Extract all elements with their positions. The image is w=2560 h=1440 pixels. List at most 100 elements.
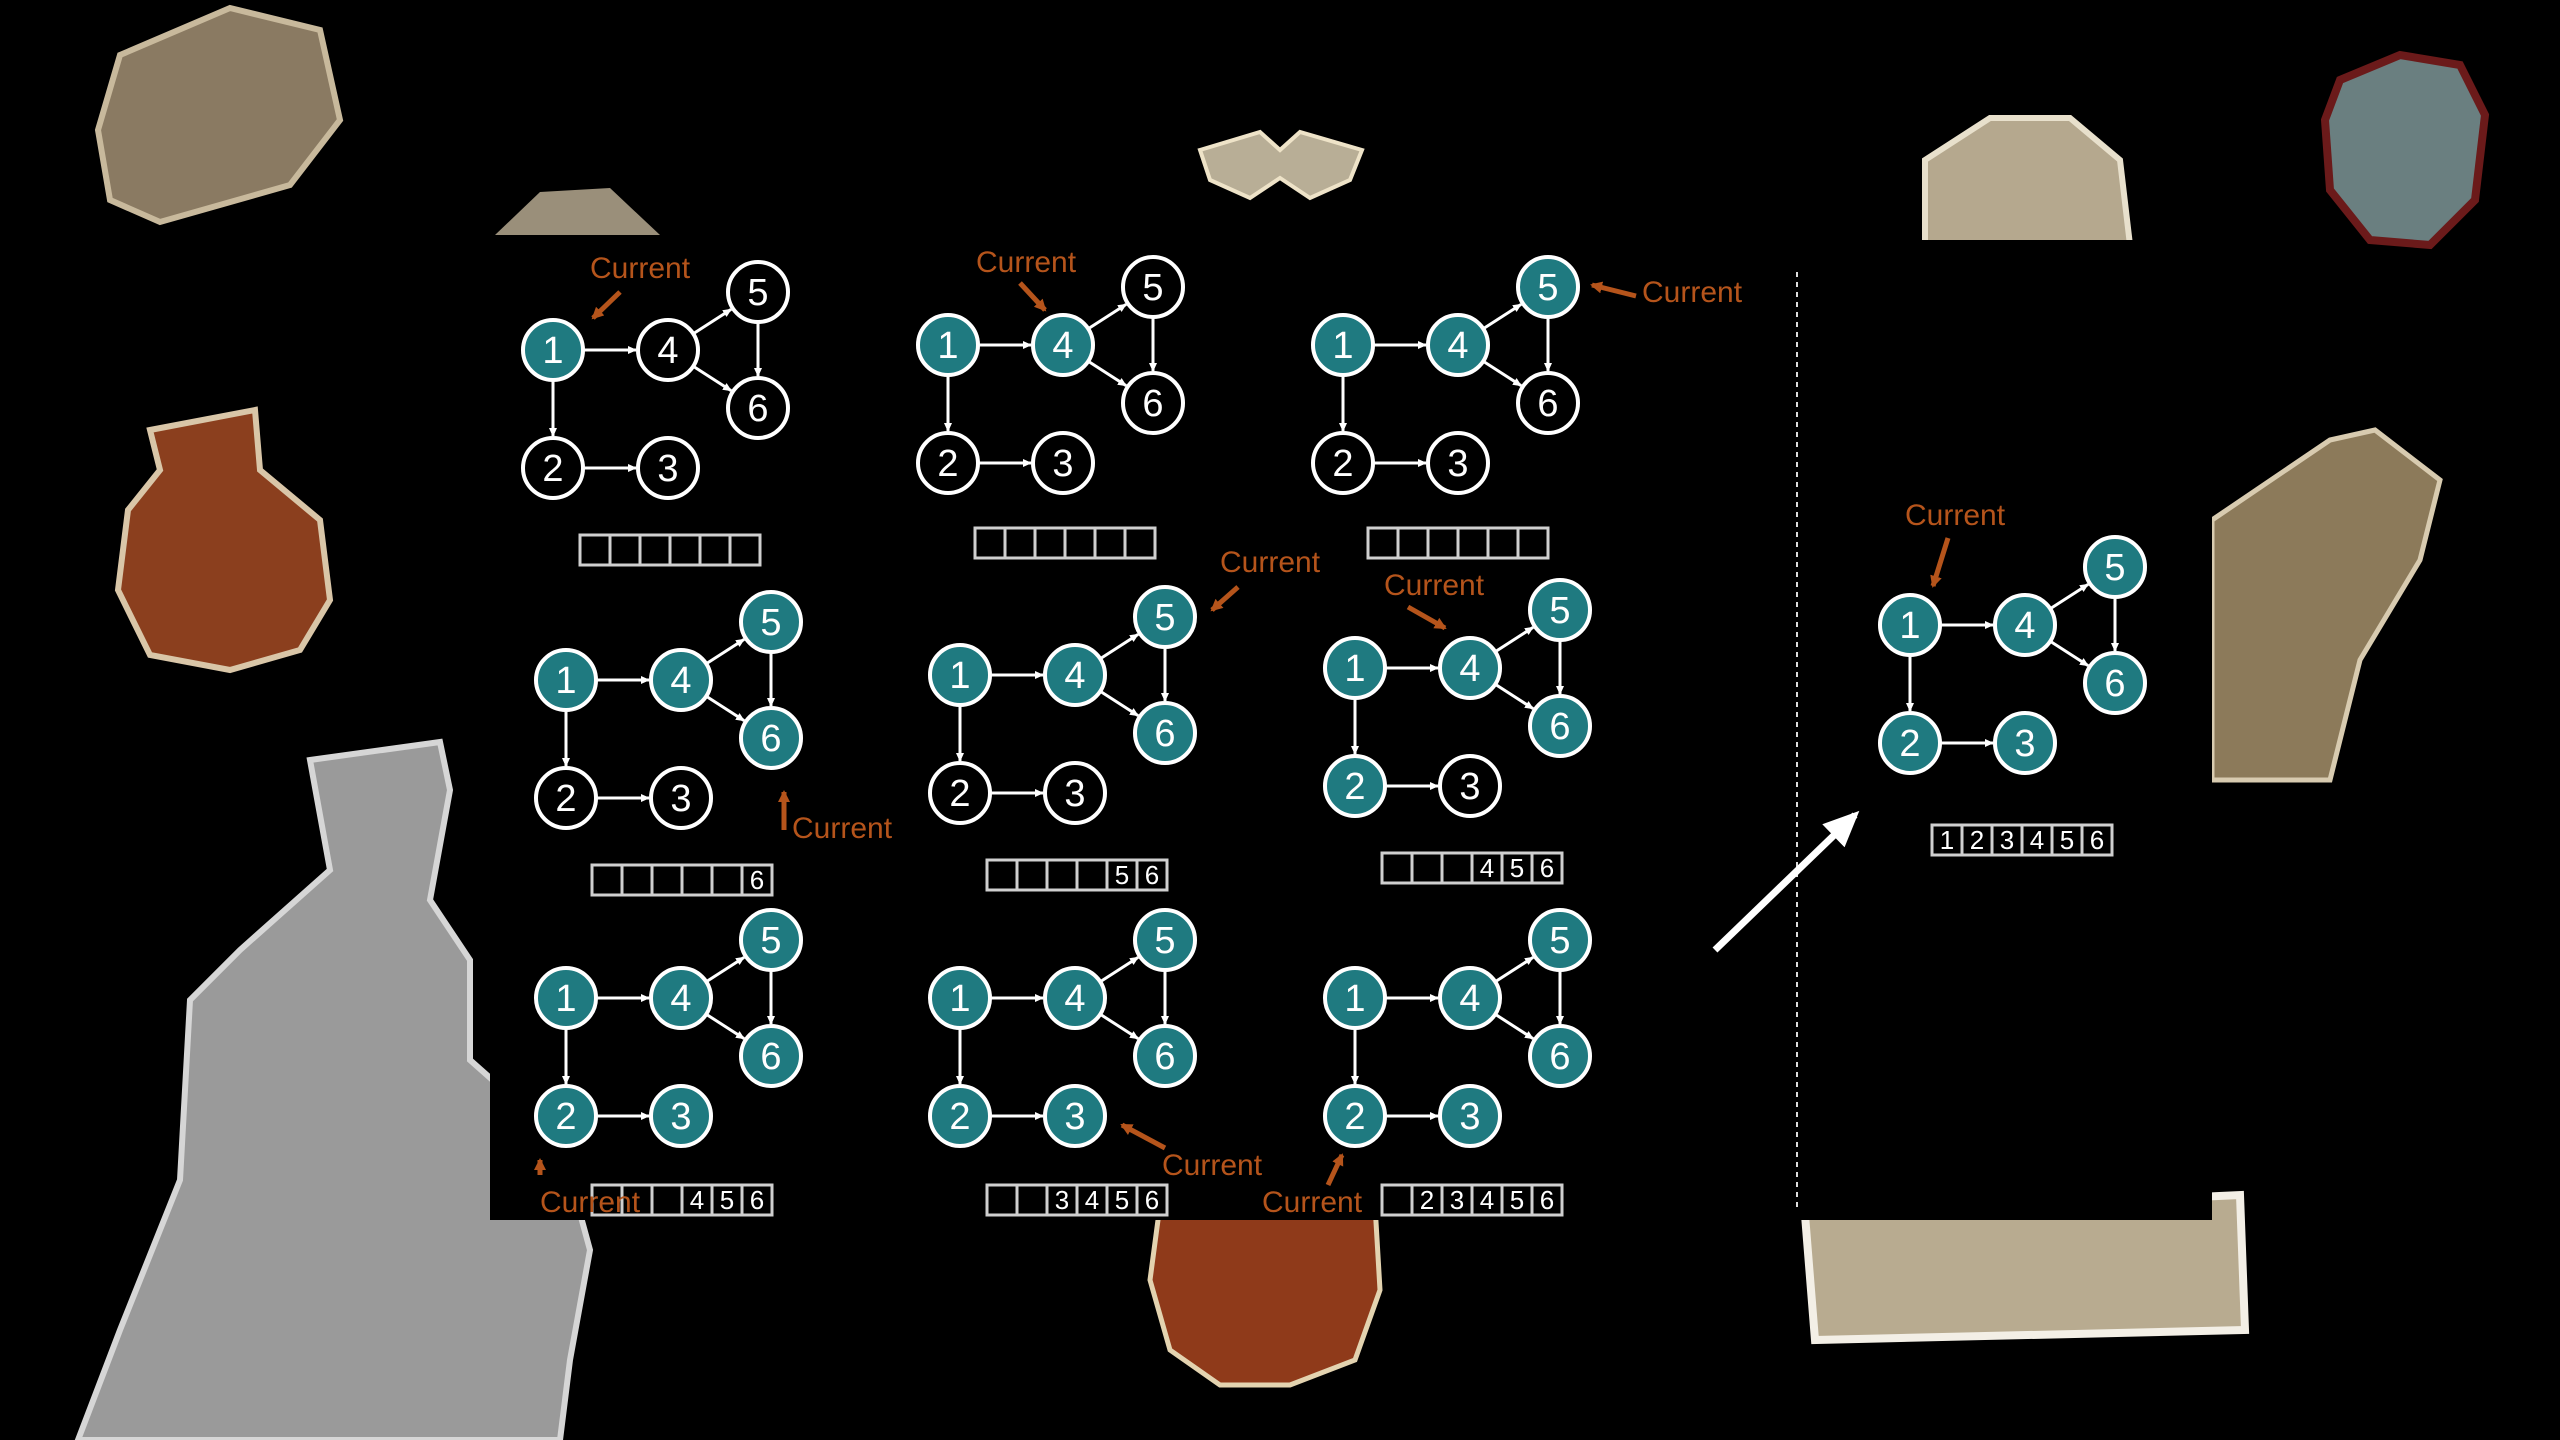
node-label-5: 5 [1142, 267, 1163, 309]
node-label-5: 5 [1549, 590, 1570, 632]
node-2 [1323, 1084, 1387, 1148]
node-label-4: 4 [1447, 325, 1468, 367]
node-label-4: 4 [670, 660, 691, 702]
stone-head-artifact [2320, 50, 2490, 250]
stack-cell-value: 3 [1055, 1185, 1069, 1215]
node-6 [1528, 1024, 1592, 1088]
node-label-1: 1 [1899, 605, 1920, 647]
node-label-2: 2 [1344, 766, 1365, 808]
node-6 [739, 706, 803, 770]
node-3 [649, 766, 713, 830]
node-6 [1121, 371, 1185, 435]
stack-cell-value: 6 [750, 1185, 764, 1215]
edge-4-5 [1482, 303, 1522, 331]
node-label-3: 3 [1064, 773, 1085, 815]
node-2 [521, 436, 585, 500]
node-label-6: 6 [760, 1036, 781, 1078]
output-stack [973, 526, 1157, 560]
edge-4-5 [1087, 303, 1127, 331]
node-label-2: 2 [1344, 1096, 1365, 1138]
edge-4-6 [1087, 359, 1127, 387]
node-4 [649, 648, 713, 712]
node-label-3: 3 [2014, 723, 2035, 765]
marble-relief-artifact [1922, 115, 2134, 248]
current-pointer-arrow [1120, 1122, 1167, 1151]
node-label-1: 1 [542, 330, 563, 372]
current-pointer-label: Current [1642, 276, 1743, 309]
stack-cell-value: 3 [2000, 825, 2014, 855]
stack-cell-value: 5 [1510, 1185, 1524, 1215]
node-1 [928, 966, 992, 1030]
node-label-6: 6 [1154, 1036, 1175, 1078]
node-label-4: 4 [1052, 325, 1073, 367]
node-2 [916, 431, 980, 495]
current-pointer-label: Current [1384, 569, 1485, 602]
small-relief-artifact [495, 188, 660, 235]
current-pointer-label: Current [1220, 546, 1321, 579]
node-1 [534, 966, 598, 1030]
node-label-3: 3 [657, 448, 678, 490]
node-3 [1031, 431, 1095, 495]
node-label-2: 2 [555, 1096, 576, 1138]
node-label-5: 5 [760, 602, 781, 644]
node-6 [726, 376, 790, 440]
node-label-4: 4 [670, 978, 691, 1020]
node-6 [1516, 371, 1580, 435]
node-label-1: 1 [937, 325, 958, 367]
pottery-vase-artifact [114, 406, 334, 674]
node-label-1: 1 [949, 978, 970, 1020]
stack-cell-value: 4 [1480, 853, 1494, 883]
node-label-6: 6 [747, 388, 768, 430]
stack-cell [740, 1183, 774, 1217]
node-6 [2083, 651, 2147, 715]
node-5 [1121, 255, 1185, 319]
node-label-1: 1 [555, 660, 576, 702]
node-3 [1426, 431, 1490, 495]
node-2 [1311, 431, 1375, 495]
node-label-5: 5 [1549, 920, 1570, 962]
stack-cell-value: 6 [1145, 860, 1159, 890]
stack-cell-value: 6 [750, 865, 764, 895]
node-1 [928, 643, 992, 707]
node-5 [1528, 578, 1592, 642]
node-label-2: 2 [949, 1096, 970, 1138]
stack-cell [1135, 858, 1169, 892]
node-4 [636, 318, 700, 382]
stack-cell-value: 4 [1480, 1185, 1494, 1215]
moth-artifact [1197, 129, 1365, 201]
node-label-3: 3 [1064, 1096, 1085, 1138]
node-3 [1043, 1084, 1107, 1148]
current-pointer-arrow [1590, 281, 1637, 299]
node-label-5: 5 [760, 920, 781, 962]
node-label-2: 2 [542, 448, 563, 490]
stack-cell-value: 5 [720, 1185, 734, 1215]
node-label-1: 1 [1344, 648, 1365, 690]
stack-cell-value: 3 [1450, 1185, 1464, 1215]
output-stack [578, 533, 762, 567]
node-label-6: 6 [1549, 706, 1570, 748]
node-label-4: 4 [657, 330, 678, 372]
node-2 [928, 1084, 992, 1148]
edge-4-5 [705, 956, 745, 984]
node-1 [1878, 593, 1942, 657]
current-pointer-label: Current [1162, 1149, 1263, 1182]
node-label-6: 6 [2104, 663, 2125, 705]
node-5 [726, 260, 790, 324]
stack-cell-value: 4 [1085, 1185, 1099, 1215]
node-3 [636, 436, 700, 500]
node-4 [1993, 593, 2057, 657]
stack-cell [1516, 526, 1550, 560]
node-5 [739, 590, 803, 654]
node-1 [534, 648, 598, 712]
node-5 [1133, 908, 1197, 972]
node-5 [2083, 535, 2147, 599]
edge-4-6 [705, 694, 745, 722]
stack-cell-value: 6 [1145, 1185, 1159, 1215]
stack-cell [1135, 1183, 1169, 1217]
